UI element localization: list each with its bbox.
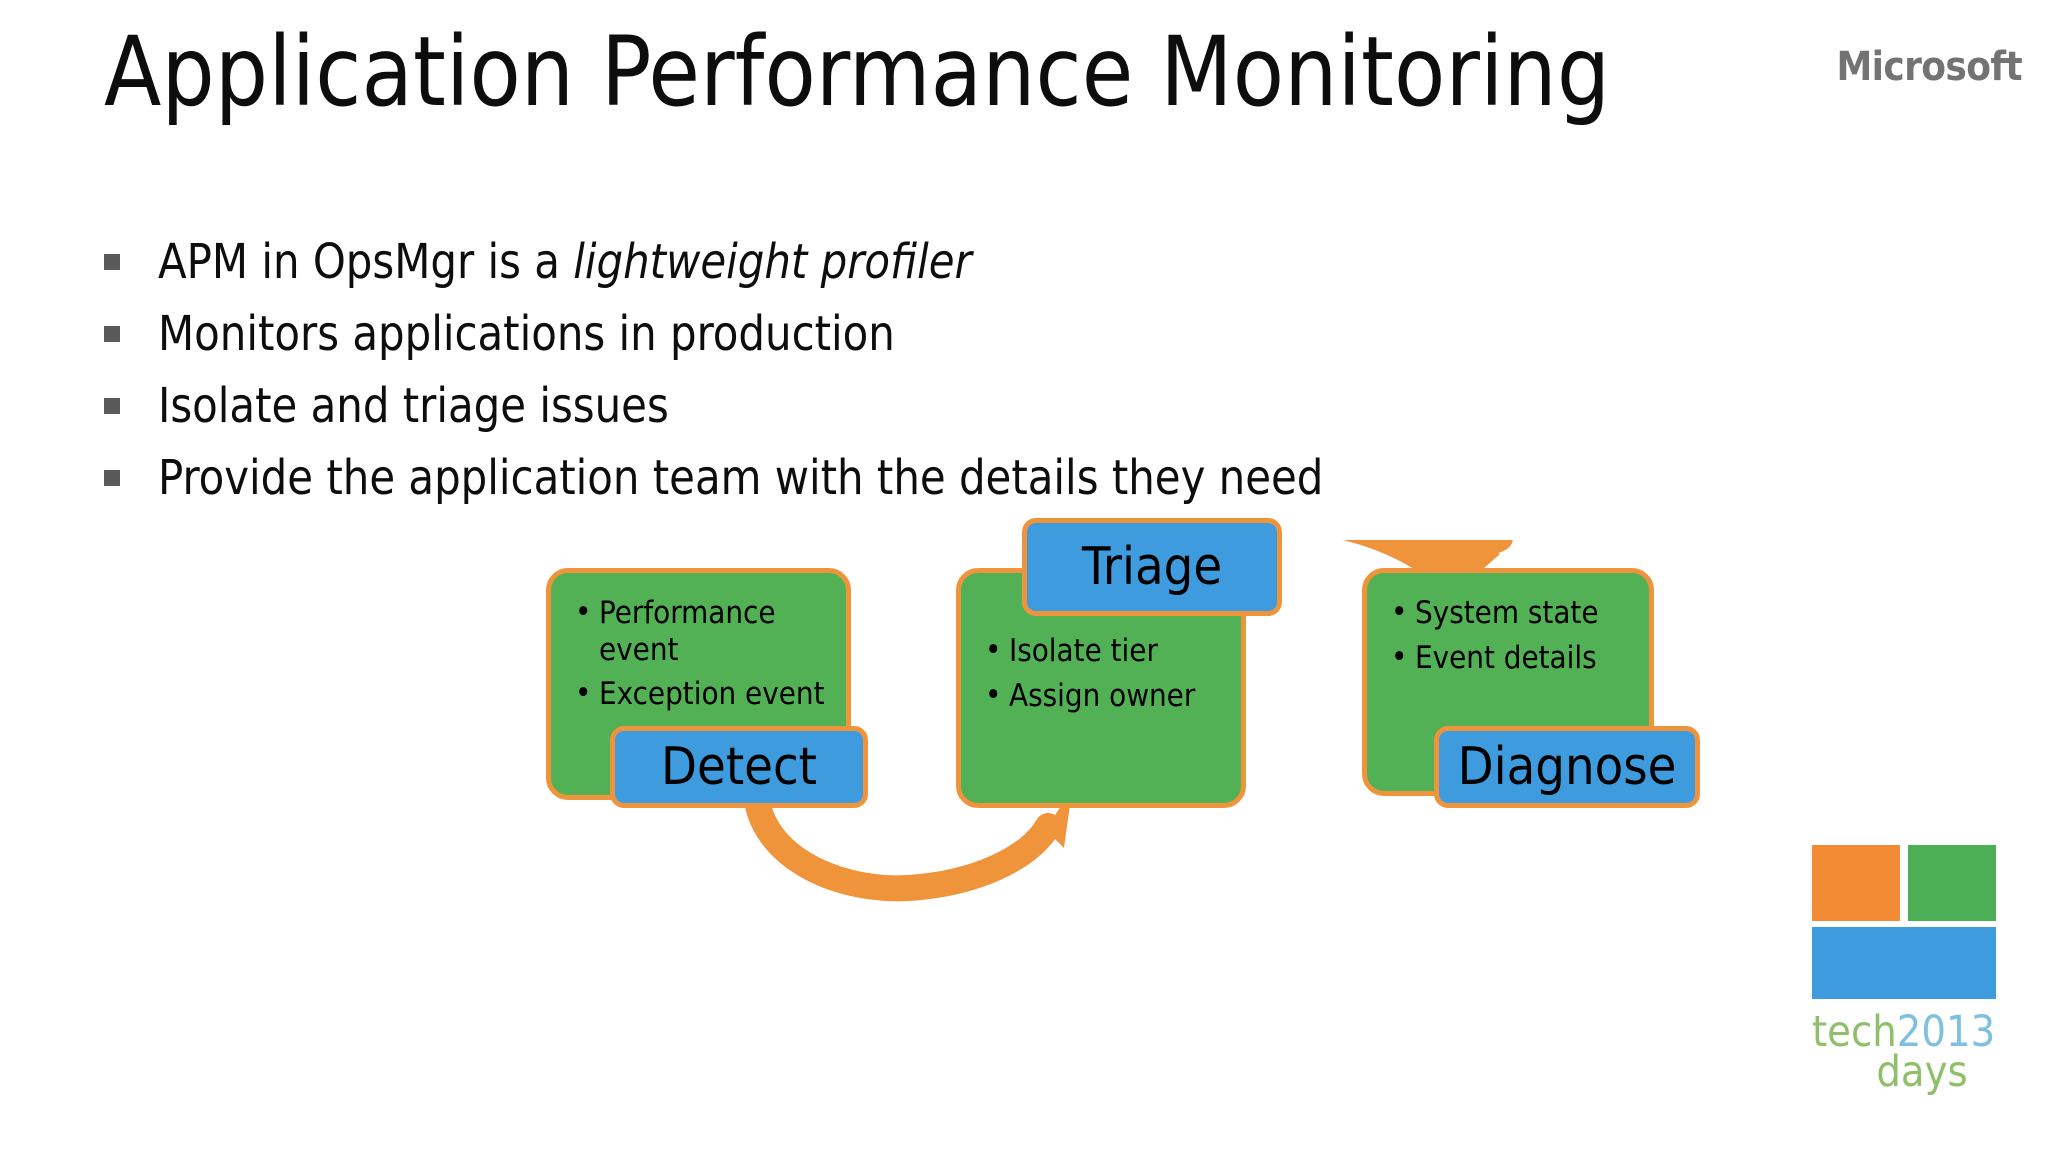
- list-item: Monitors applications in production: [104, 310, 1664, 382]
- techdays-year-text: 2013: [1896, 1007, 1996, 1057]
- techdays-days-text: days: [1876, 1046, 1968, 1097]
- stage-triage-label[interactable]: Triage: [1022, 518, 1282, 616]
- techdays-tech-text: tech: [1812, 1007, 1897, 1057]
- techdays-line-2: days: [1812, 1050, 2008, 1093]
- list-item: Event details: [1389, 639, 1635, 677]
- square-bullet-icon: [104, 326, 120, 342]
- list-item: Exception event: [573, 675, 832, 713]
- techdays-logo: tech2013 days: [1812, 845, 2008, 1095]
- stage-diagnose-label[interactable]: Diagnose: [1434, 726, 1700, 808]
- bullet-text: Provide the application team with the de…: [158, 454, 1323, 502]
- bullet-text-plain: APM in OpsMgr is a: [158, 234, 574, 290]
- stage-diagnose-items: System state Event details: [1367, 573, 1649, 676]
- stage-detect-items: Performance event Exception event: [551, 573, 846, 713]
- list-item: System state: [1389, 594, 1635, 632]
- list-item: Isolate and triage issues: [104, 382, 1664, 454]
- bullet-text: Monitors applications in production: [158, 310, 895, 358]
- list-item: APM in OpsMgr is a lightweight profiler: [104, 238, 1664, 310]
- tile-blue: [1812, 927, 1996, 999]
- page-title: Application Performance Monitoring: [104, 16, 1611, 128]
- microsoft-logo: Microsoft: [1836, 44, 2022, 90]
- bullet-text-plain: Isolate and triage issues: [158, 378, 669, 434]
- bullet-text-emphasis: lightweight profiler: [573, 234, 972, 290]
- techdays-line-1: tech2013: [1812, 1011, 2008, 1054]
- techdays-wordmark: tech2013 days: [1812, 1011, 2008, 1094]
- bullet-text-plain: Monitors applications in production: [158, 306, 895, 362]
- tile-green: [1908, 845, 1996, 921]
- process-diagram: Performance event Exception event Detect…: [0, 518, 2048, 1152]
- square-bullet-icon: [104, 398, 120, 414]
- bullet-text: Isolate and triage issues: [158, 382, 669, 430]
- tile-orange: [1812, 845, 1900, 921]
- square-bullet-icon: [104, 470, 120, 486]
- bullet-list: APM in OpsMgr is a lightweight profiler …: [104, 238, 1664, 526]
- square-bullet-icon: [104, 254, 120, 270]
- stage-detect-label[interactable]: Detect: [610, 726, 868, 808]
- techdays-tiles-icon: [1812, 845, 2002, 999]
- stage-detect-card: Performance event Exception event: [546, 568, 851, 800]
- bullet-text-plain: Provide the application team with the de…: [158, 450, 1324, 506]
- stage-triage-items: Isolate tier Assign owner: [961, 573, 1241, 714]
- list-item: Assign owner: [983, 677, 1227, 715]
- list-item: Performance event: [573, 594, 832, 668]
- bullet-text: APM in OpsMgr is a lightweight profiler: [158, 238, 972, 286]
- list-item: Provide the application team with the de…: [104, 454, 1664, 526]
- list-item: Isolate tier: [983, 632, 1227, 670]
